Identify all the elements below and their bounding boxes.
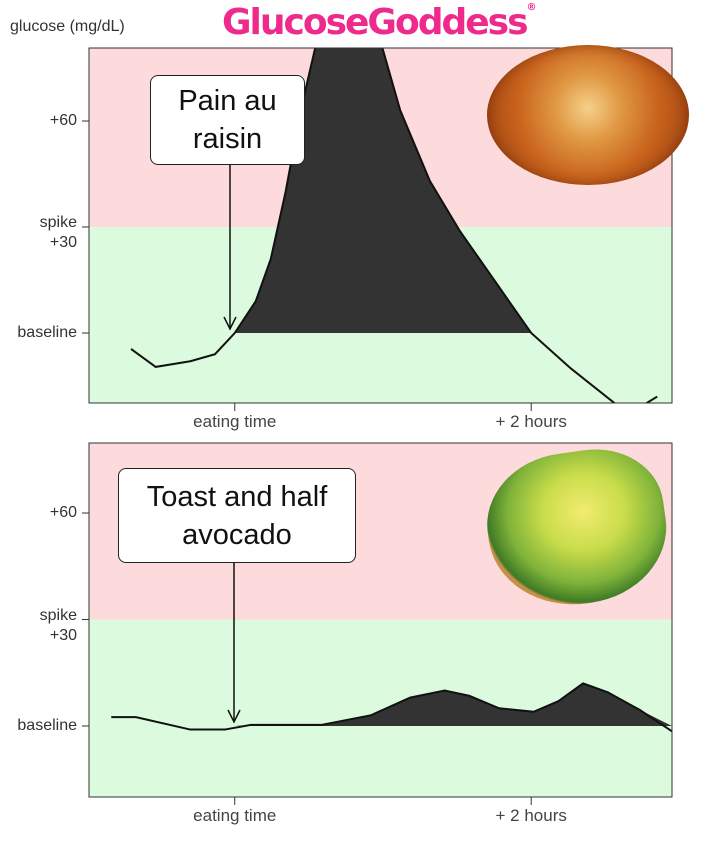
glucose-line	[111, 682, 672, 733]
logo-mark: ®	[526, 2, 537, 13]
arrow-head-icon	[223, 316, 237, 331]
plot-frame	[88, 47, 673, 404]
y-tick-label: baseline	[17, 324, 77, 341]
y-tick-label: +60	[49, 504, 77, 521]
callout-chart2: Toast and half avocado	[118, 468, 356, 563]
x-tick-label: + 2 hours	[495, 806, 567, 825]
y-tick-label: baseline	[17, 717, 77, 734]
y-axis-label: glucose (mg/dL)	[10, 18, 125, 35]
pain-au-raisin-image	[487, 45, 689, 185]
glucose-line	[130, 48, 658, 403]
logo-text: GlucoseGoddess	[222, 2, 529, 43]
callout-chart1: Pain au raisin	[150, 75, 305, 165]
spike-area	[234, 683, 672, 726]
y-tick-label: spike+30	[39, 214, 77, 251]
x-tick-label: eating time	[193, 412, 277, 431]
y-tick-label: +60	[49, 112, 77, 129]
arrow-head-icon	[227, 709, 241, 724]
x-tick-label: eating time	[193, 806, 277, 825]
spike-area	[234, 48, 532, 333]
brand-logo: GlucoseGoddess®	[222, 2, 537, 43]
x-tick-label: + 2 hours	[495, 412, 567, 431]
y-tick-label: spike+30	[39, 606, 77, 644]
